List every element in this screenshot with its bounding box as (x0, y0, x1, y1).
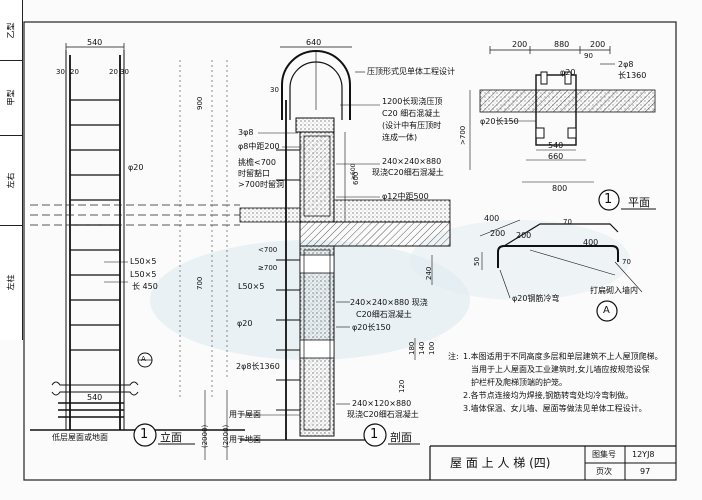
note-3: 3.墙体保温、女儿墙、屋面等做法见单体工程设计。 (463, 404, 647, 413)
detail-d400a: 400 (484, 214, 500, 223)
sec-notice-3: >700时留洞 (238, 180, 284, 189)
detail-d50: 50 (473, 257, 481, 266)
sec-ground-use: 用于地面 (229, 435, 261, 444)
plan-title: 平面 (628, 196, 650, 209)
plan-drawing (469, 46, 656, 211)
sheet-title: 屋 面 上 人 梯 (四) (450, 456, 551, 470)
sec-phi8-200: φ8中距200 (238, 142, 280, 151)
sec-block-6: 现浇C20细石混凝土 (347, 410, 419, 419)
detail-label: A (603, 305, 610, 316)
sec-notice-1: 挑檐<700 (238, 158, 276, 167)
sec-w640: 640 (306, 38, 322, 47)
elev-phi20: φ20 (128, 163, 144, 172)
detail-a-drawing (479, 219, 643, 322)
elev-l50-2: L50×5 (130, 270, 157, 279)
plan-w200b: 200 (590, 40, 606, 49)
sec-roof-use: 用于屋面 (229, 410, 261, 419)
sec-number: 1 (370, 427, 379, 442)
sec-d30: 30 (270, 86, 279, 94)
sec-block-4: C20细石混凝土 (356, 310, 412, 319)
side-cell-1: 乙型 (0, 0, 22, 61)
elev-dim-30b: 30 (120, 68, 129, 76)
note-2: 2.各节点连接均为焊接,钢筋转弯处均冷弯制做。 (463, 391, 634, 400)
sec-notice-2: 时留豁口 (238, 169, 270, 178)
sec-lt700: <700 (258, 246, 278, 254)
plan-d90: 90 (584, 52, 593, 60)
elev-dim-30a: 30 (56, 68, 65, 76)
ladder-elevation (30, 43, 245, 447)
sheet-border (23, 21, 677, 481)
plan-w800: 800 (552, 184, 568, 193)
note-1: 1.本图适用于不同高度多层和单层建筑不上人屋顶爬梯。 (463, 352, 663, 361)
plan-w660: 660 (548, 152, 564, 161)
elev-roof-label: 低层屋面或地面 (52, 433, 108, 442)
page-label: 页次 (596, 467, 612, 476)
elev-section-a: A (141, 355, 146, 363)
note-1b: 当用于上人屋面及工业建筑时,女儿墙应按规范设保 (471, 365, 650, 374)
plan-number: 1 (604, 192, 613, 207)
elev-dim-20a: 20 (70, 68, 79, 76)
atlas-value: 12YJ8 (632, 450, 655, 459)
sec-d700a: 700 (196, 276, 204, 290)
elev-len450: 长 450 (132, 282, 158, 291)
sec-d240: 240 (425, 266, 433, 280)
page-value: 97 (640, 467, 651, 476)
sec-d2000a: (2000) (201, 424, 209, 448)
plan-len1360: 长1360 (618, 71, 647, 80)
sec-phi12: φ12中距500 (382, 192, 429, 201)
sec-d900: 900 (196, 96, 204, 110)
sec-d100: 100 (428, 341, 436, 355)
detail-d200b: 200 (516, 231, 532, 240)
elev-dim-20b: 20 (109, 68, 118, 76)
detail-d70a: 70 (563, 218, 572, 226)
sec-2phi8-1360: 2φ8长1360 (236, 362, 280, 371)
elev-title: 立面 (160, 431, 182, 444)
elev-dim-540b: 540 (87, 393, 103, 402)
sec-coping-4: 连成一体) (382, 133, 418, 142)
plan-gt700: >700 (459, 125, 467, 145)
sec-block-1: 240×240×880 (382, 157, 442, 166)
side-strip: 乙型 甲型 左右 左柱 (0, 0, 23, 340)
sec-block-5: 240×120×880 (352, 399, 412, 408)
sec-phi20-150: φ20长150 (352, 323, 391, 332)
title-block-lines (429, 445, 676, 480)
detail-d200a: 200 (490, 229, 506, 238)
plan-w200a: 200 (512, 40, 528, 49)
sec-coping-2: C20 细石混凝土 (382, 109, 441, 118)
sec-d120: 120 (398, 379, 406, 393)
detail-rebar: φ20钢筋冷弯 (512, 294, 560, 303)
sec-hoop-note: 压顶形式见单体工程设计 (367, 67, 455, 76)
plan-2phi8: 2φ8 (618, 60, 634, 69)
note-1c: 护栏杆及爬梯顶端的护笼。 (471, 378, 567, 387)
sec-d180: 180 (408, 341, 416, 355)
notes-head: 注: (448, 352, 459, 361)
elev-dim-540: 540 (87, 38, 103, 47)
detail-d400b: 400 (583, 238, 599, 247)
detail-d70b: 70 (622, 258, 631, 266)
sec-coping-1: 1200长现浇压顶 (382, 97, 443, 106)
side-cell-3: 左右 (0, 135, 22, 226)
sec-d140: 140 (418, 341, 426, 355)
detail-note: 打扁砌入墙内 (590, 286, 638, 295)
atlas-label: 图集号 (592, 450, 616, 459)
plan-phi20-150: φ20长150 (480, 117, 519, 126)
side-cell-2: 甲型 (0, 60, 22, 136)
plan-phi20: φ20 (560, 68, 576, 77)
section-drawing (204, 46, 451, 460)
elev-number: 1 (140, 427, 149, 442)
sec-title: 剖面 (390, 431, 412, 444)
sec-3phi8: 3φ8 (238, 128, 254, 137)
elev-l50-1: L50×5 (130, 257, 157, 266)
sec-coping-3: (设计中有压顶时 (382, 121, 442, 130)
sec-gt700: ≥700 (258, 264, 278, 272)
sec-l50: L50×5 (238, 282, 265, 291)
sec-block-3: 240×240×880 现浇 (350, 298, 428, 307)
sec-phi20: φ20 (237, 319, 253, 328)
sec-gt600: ≥600 (350, 163, 357, 180)
plan-w880: 880 (554, 40, 570, 49)
sec-block-2: 现浇C20细石混凝土 (372, 168, 444, 177)
plan-w540: 540 (548, 141, 564, 150)
